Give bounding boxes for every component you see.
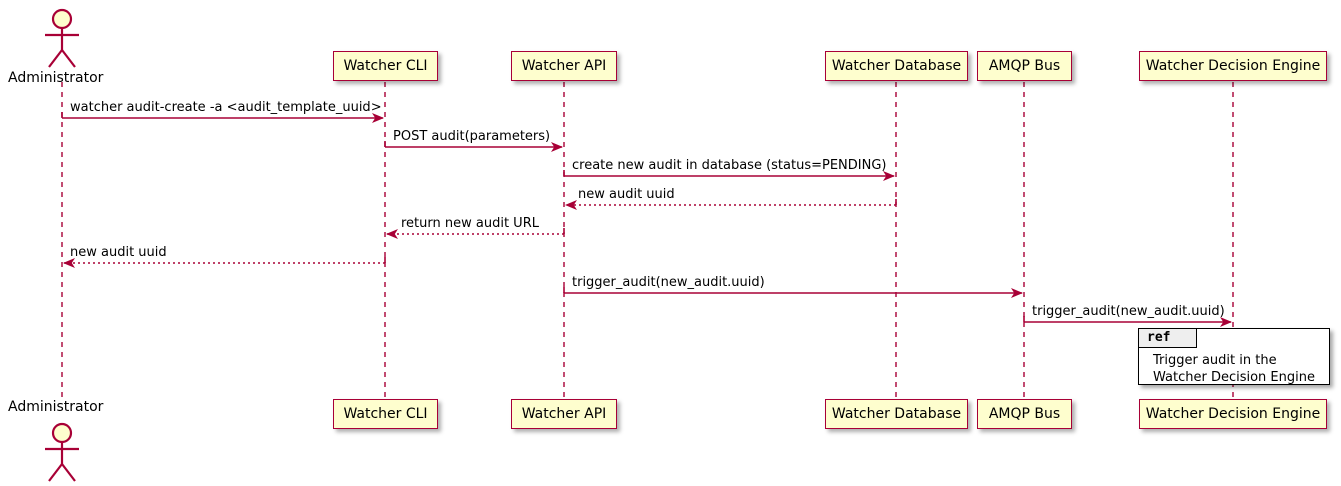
participant-label: Watcher Decision Engine bbox=[1145, 406, 1321, 422]
actor-name: Administrator bbox=[8, 399, 104, 415]
actor-leg-left bbox=[48, 49, 63, 68]
message-label-8: trigger_audit(new_audit.uuid) bbox=[1032, 304, 1225, 319]
participant-label: Watcher Decision Engine bbox=[1145, 58, 1321, 74]
participant-box-watcher-api-bottom[interactable]: Watcher API bbox=[511, 399, 617, 429]
message-label-1: watcher audit-create -a <audit_template_… bbox=[70, 100, 382, 115]
message-label-3: create new audit in database (status=PEN… bbox=[572, 158, 887, 173]
participant-label: Watcher API bbox=[521, 58, 607, 74]
actor-label-administrator-bottom: Administrator bbox=[8, 399, 103, 415]
participant-label: Watcher Database bbox=[831, 58, 962, 74]
message-label-6: new audit uuid bbox=[70, 245, 167, 260]
actor-head bbox=[51, 422, 73, 444]
actor-figure-administrator-bottom bbox=[45, 422, 79, 482]
message-label-7: trigger_audit(new_audit.uuid) bbox=[572, 275, 765, 290]
participant-box-watcher-decision-engine-top[interactable]: Watcher Decision Engine bbox=[1139, 51, 1327, 81]
participant-label: Watcher CLI bbox=[343, 406, 428, 422]
participant-box-watcher-database-bottom[interactable]: Watcher Database bbox=[825, 399, 968, 429]
actor-name: Administrator bbox=[8, 70, 104, 86]
actor-label-administrator-top: Administrator bbox=[8, 70, 103, 86]
participant-label: AMQP Bus bbox=[988, 58, 1061, 74]
ref-tab-label: ref bbox=[1147, 330, 1171, 345]
actor-leg-left bbox=[48, 463, 63, 482]
participant-box-watcher-api-top[interactable]: Watcher API bbox=[511, 51, 617, 81]
participant-box-watcher-cli-top[interactable]: Watcher CLI bbox=[333, 51, 438, 81]
participant-box-watcher-decision-engine-bottom[interactable]: Watcher Decision Engine bbox=[1139, 399, 1327, 429]
actor-figure-administrator-top bbox=[45, 8, 79, 68]
participant-box-amqp-bus-top[interactable]: AMQP Bus bbox=[977, 51, 1072, 81]
ref-body-text: Trigger audit in the Watcher Decision En… bbox=[1153, 353, 1315, 385]
participant-box-watcher-cli-bottom[interactable]: Watcher CLI bbox=[333, 399, 438, 429]
actor-leg-right bbox=[61, 49, 76, 68]
participant-label: Watcher CLI bbox=[343, 58, 428, 74]
ref-tab bbox=[1139, 329, 1197, 348]
message-label-4: new audit uuid bbox=[578, 187, 675, 202]
participant-label: Watcher Database bbox=[831, 406, 962, 422]
message-label-2: POST audit(parameters) bbox=[393, 129, 551, 144]
actor-head bbox=[51, 8, 73, 30]
actor-leg-right bbox=[61, 463, 76, 482]
participant-label: Watcher API bbox=[521, 406, 607, 422]
participant-box-amqp-bus-bottom[interactable]: AMQP Bus bbox=[977, 399, 1072, 429]
participant-label: AMQP Bus bbox=[988, 406, 1061, 422]
participant-box-watcher-database-top[interactable]: Watcher Database bbox=[825, 51, 968, 81]
message-label-5: return new audit URL bbox=[401, 216, 539, 231]
ref-frame[interactable]: ref Trigger audit in the Watcher Decisio… bbox=[1138, 328, 1330, 385]
